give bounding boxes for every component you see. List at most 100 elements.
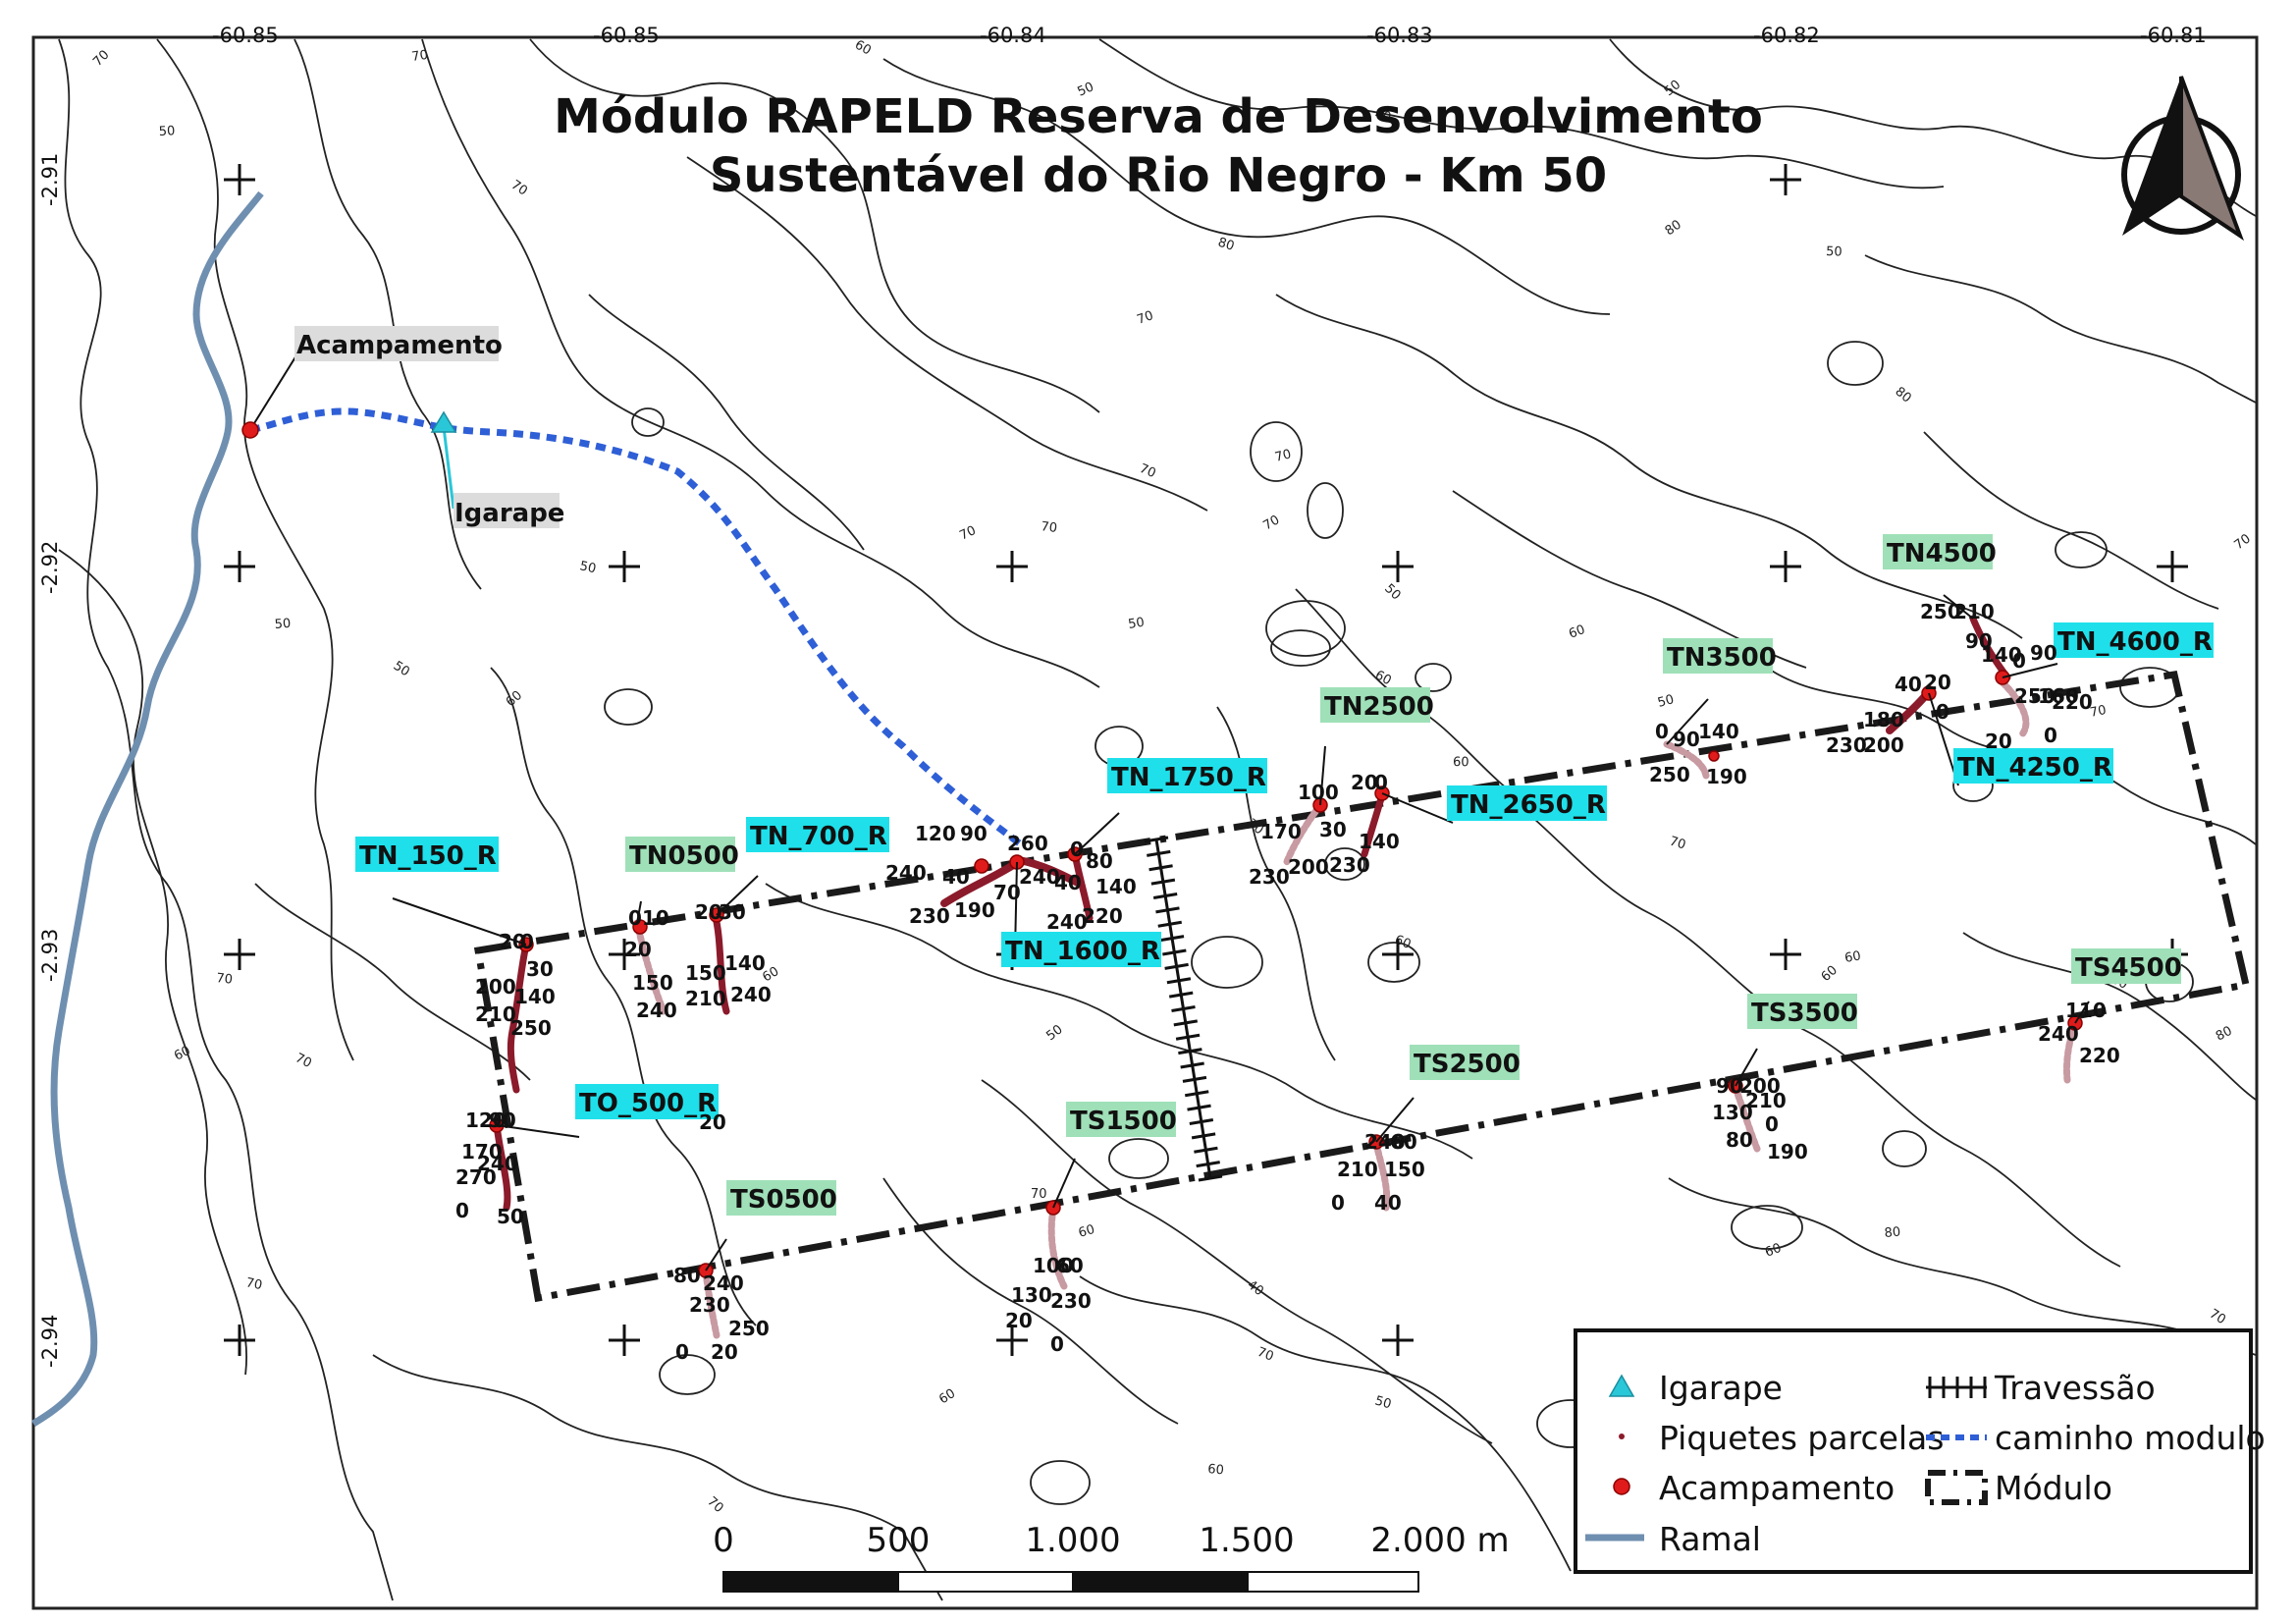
distance-value: 20 — [1351, 771, 1378, 794]
distance-value: 20 — [624, 938, 652, 961]
distance-value: 140 — [1359, 830, 1400, 853]
legend-acampamento: Acampamento — [1659, 1469, 1895, 1507]
travessao-tick — [1147, 849, 1171, 857]
distance-value: 20 — [699, 1110, 726, 1134]
contour-value: 50 — [578, 559, 597, 576]
legend-igarape-icon — [1608, 1374, 1635, 1397]
distance-value: 150 — [632, 971, 673, 995]
legend-modulo-icon — [1925, 1470, 1988, 1505]
plot-label-bg — [355, 837, 499, 872]
plot-label: TN_2650_R — [1451, 790, 1606, 820]
plot-label-bg — [625, 837, 735, 872]
scale-label-0: 0 — [713, 1521, 734, 1560]
distance-value: 250 — [728, 1317, 770, 1340]
distance-value: 240 — [2038, 1022, 2079, 1046]
ramal-road — [31, 190, 264, 1427]
lon-tick: -60.84 — [980, 24, 1046, 47]
distance-value: 260 — [1007, 832, 1048, 855]
distance-value: 140 — [1095, 875, 1137, 898]
distance-value: 90 — [1965, 629, 1993, 653]
travessao-tick — [1164, 962, 1189, 970]
distance-value: 190 — [1706, 765, 1747, 788]
distance-value: 140 — [1981, 643, 2022, 667]
travessao-tick — [1175, 1033, 1201, 1041]
distance-value: 20 — [499, 930, 526, 953]
contour-value: 50 — [1076, 80, 1096, 99]
distance-value: 270 — [455, 1165, 497, 1189]
distance-value: 20 — [711, 1340, 738, 1364]
plot-label: TS3500 — [1751, 999, 1858, 1028]
contour-value: 70 — [1041, 519, 1058, 536]
plot-label: TN4500 — [1887, 539, 1997, 568]
contour-value: 70 — [2207, 1307, 2228, 1327]
plot-label: TS0500 — [730, 1185, 837, 1215]
acampamento-label: Acampamento — [296, 331, 503, 360]
travessao-tick — [1194, 1146, 1218, 1154]
module-boundary — [473, 671, 2251, 1303]
travessao-tick — [1171, 1005, 1196, 1012]
plot-label: TN_700_R — [750, 822, 887, 851]
plot-label-bg — [1001, 932, 1161, 967]
contour-value: 70 — [957, 523, 978, 544]
contour-value: 60 — [1763, 1241, 1784, 1261]
legend-acampamento-icon — [1613, 1478, 1630, 1495]
travessao-tick — [1150, 878, 1176, 886]
distance-value: 100 — [1298, 781, 1339, 804]
plot-label: TN2500 — [1324, 692, 1434, 722]
distance-value: 120 — [915, 822, 956, 845]
contour-value: 80 — [2214, 1024, 2235, 1045]
north-arrow-icon — [2121, 76, 2245, 242]
travessao-tick — [1173, 1019, 1199, 1027]
igarape-label-bg — [454, 493, 560, 528]
distance-value: 0 — [2012, 649, 2026, 673]
distance-value: 20 — [1924, 671, 1951, 694]
distance-value: 0 — [1050, 1332, 1064, 1356]
plot-label-bg — [1747, 994, 1857, 1029]
distance-value: 40 — [1054, 871, 1082, 894]
distance-value: 0 — [1936, 700, 1949, 724]
plot-label: TS1500 — [1070, 1107, 1177, 1136]
distance-value: 210 — [475, 1002, 516, 1026]
distance-value: 0 — [1765, 1112, 1779, 1136]
lat-tick: -2.94 — [38, 1315, 62, 1368]
distance-value: 210 — [1337, 1158, 1378, 1181]
contour-value: 60 — [1453, 755, 1469, 770]
contour-value: 70 — [410, 48, 428, 65]
acampamento-marker — [241, 421, 259, 439]
contour-value: 60 — [1372, 668, 1394, 688]
distance-value: 240 — [885, 861, 927, 885]
lon-tick: -60.83 — [1366, 24, 1433, 47]
caminho-modulo-trail — [249, 407, 1024, 847]
contour-value: 70 — [1031, 1187, 1047, 1202]
plot-label-bg — [726, 1180, 836, 1216]
distance-value: 90 — [960, 822, 988, 845]
contour-value: 60 — [852, 37, 874, 58]
acampamento-leader — [250, 354, 297, 429]
distance-value: 170 — [1260, 820, 1302, 843]
contour-value: 60 — [1567, 622, 1587, 642]
distance-value: 250 — [1920, 600, 1961, 623]
plot-label: TN0500 — [629, 841, 739, 871]
plot-label-bg — [746, 817, 889, 852]
plot-label: TO_500_R — [579, 1089, 717, 1118]
distance-value: 240 — [703, 1271, 744, 1295]
scale-label-500: 500 — [867, 1521, 931, 1560]
travessao-tick — [1155, 906, 1180, 914]
distance-value: 50 — [497, 1205, 524, 1228]
scale-label-1500: 1.500 — [1199, 1521, 1294, 1560]
distance-value: 30 — [526, 957, 554, 981]
distance-value: 80 — [1726, 1128, 1753, 1152]
distance-value: 200 — [1863, 733, 1904, 757]
distance-value: 0 — [1655, 720, 1669, 743]
distance-value: 30 — [719, 900, 746, 924]
travessao-tick — [1178, 1048, 1202, 1055]
distance-value: 0 — [675, 1340, 689, 1364]
distance-value: 150 — [685, 961, 726, 985]
travessao-tick — [1198, 1174, 1223, 1182]
distance-value: 40 — [1374, 1191, 1402, 1215]
contour-value: 70 — [1668, 834, 1687, 852]
contour-value: 60 — [1077, 1222, 1096, 1241]
distance-value: 200 — [1288, 855, 1329, 879]
map-title-line1: Módulo RAPELD Reserva de Desenvolvimento — [554, 89, 1763, 144]
